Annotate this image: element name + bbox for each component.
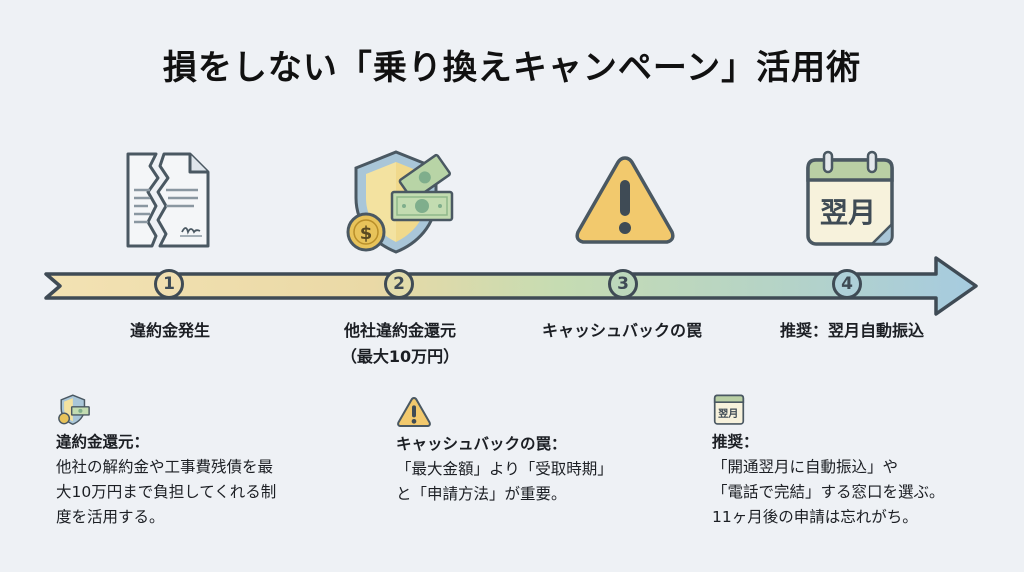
step-4-label-text: 推奨：翌月自動振込 xyxy=(779,321,924,340)
note-refund-line: 大10万円まで負担してくれる制 xyxy=(56,483,277,501)
calendar-icon: 翌月 xyxy=(806,150,894,246)
note-refund-line: 度を活用する。 xyxy=(56,508,165,526)
timeline-arrow xyxy=(44,256,978,316)
warning-icon xyxy=(397,397,431,427)
step-1-label: 違約金発生 xyxy=(110,318,230,344)
step-2-label-text: 他社違約金還元 xyxy=(343,321,456,340)
step-3-label-text: キャッシュバックの罠 xyxy=(541,321,702,340)
warning-icon xyxy=(575,156,675,244)
step-1-marker: 1 xyxy=(154,269,184,299)
note-cashback-line: と「申請方法」が重要。 xyxy=(396,485,567,503)
page-title: 損をしない「乗り換えキャンペーン」活用術 xyxy=(162,48,862,88)
step-4-marker: 4 xyxy=(832,269,862,299)
step-2-label-subtext: （最大10万円） xyxy=(340,347,460,366)
note-refund-heading: 違約金還元： xyxy=(56,433,150,451)
step-4-label: 推奨：翌月自動振込 xyxy=(752,318,952,344)
note-recommended-line: 11ヶ月後の申請は忘れがち。 xyxy=(712,508,918,526)
step-3-marker: 3 xyxy=(608,269,638,299)
svg-text:$: $ xyxy=(360,223,373,244)
calendar-icon: 翌月 xyxy=(713,394,745,425)
note-recommended: 翌月 推奨： 「開通翌月に自動振込」や 「電話で完結」する窓口を選ぶ。 11ヶ月… xyxy=(712,392,945,530)
note-recommended-heading: 推奨： xyxy=(712,433,759,451)
step-1-label-text: 違約金発生 xyxy=(129,321,210,340)
step-2-marker: 2 xyxy=(384,269,414,299)
note-cashback-trap: キャッシュバックの罠： 「最大金額」より「受取時期」 と「申請方法」が重要。 xyxy=(396,396,613,507)
note-recommended-line: 「開通翌月に自動振込」や xyxy=(712,458,899,476)
shield-money-icon: $ xyxy=(346,150,454,254)
step-3-label: キャッシュバックの罠 xyxy=(522,318,722,344)
calendar-icon-text: 翌月 xyxy=(718,408,738,420)
note-refund: 違約金還元： 他社の解約金や工事費残債を最 大10万円まで負担してくれる制 度を… xyxy=(56,394,276,530)
note-cashback-heading: キャッシュバックの罠： xyxy=(396,435,567,453)
calendar-icon-text: 翌月 xyxy=(820,196,876,229)
shield-money-icon xyxy=(58,394,90,426)
step-2-label: 他社違約金還元 （最大10万円） xyxy=(320,318,480,370)
torn-contract-icon xyxy=(126,152,210,248)
note-cashback-line: 「最大金額」より「受取時期」 xyxy=(396,460,613,478)
note-recommended-line: 「電話で完結」する窓口を選ぶ。 xyxy=(712,483,945,501)
note-refund-line: 他社の解約金や工事費残債を最 xyxy=(56,458,274,476)
